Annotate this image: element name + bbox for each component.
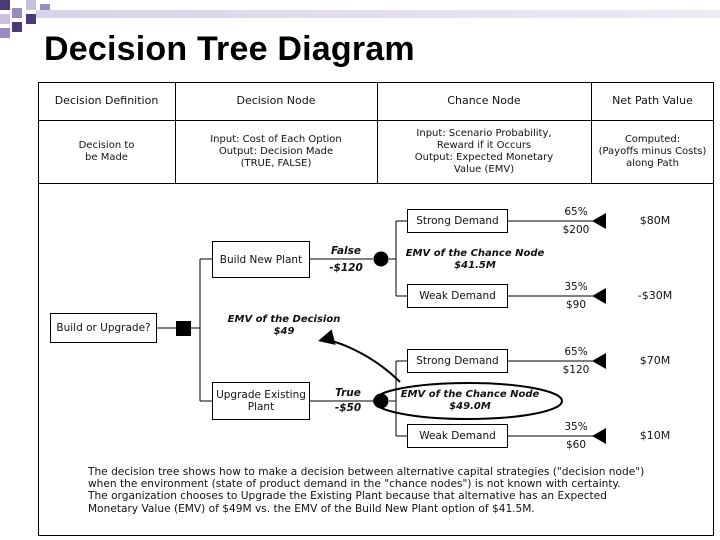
table-divider: [591, 82, 592, 184]
explanation-caption: The decision tree shows how to make a de…: [88, 466, 688, 515]
caption-line: The organization chooses to Upgrade the …: [88, 490, 607, 503]
table-cell: Input: Cost of Each Option Output: Decis…: [210, 133, 342, 169]
net-path-value: $80M: [639, 214, 671, 227]
outcome-box-strong: Strong Demand: [407, 209, 508, 233]
chance-emv-label: EMV of the Chance Node: [405, 248, 545, 259]
decision-emv-label: EMV of the Decision: [227, 314, 341, 325]
decision-emv-value: $49: [273, 326, 295, 337]
terminal-node-triangle: [592, 353, 606, 369]
outcome-box-weak: Weak Demand: [407, 424, 508, 448]
deco-square: [0, 0, 10, 10]
page-title: Decision Tree Diagram: [44, 30, 415, 68]
table-divider: [38, 120, 714, 121]
deco-square: [40, 4, 50, 14]
chance-emv-value: $49.0M: [449, 401, 491, 412]
root-decision-box: Build or Upgrade?: [50, 313, 157, 343]
option-cost: -$120: [329, 262, 363, 274]
terminal-node-triangle: [592, 213, 606, 229]
outcome-payoff: $60: [565, 439, 587, 451]
table-header: Chance Node: [447, 94, 521, 107]
decision-flag: True: [335, 387, 361, 399]
decision-flag: False: [330, 245, 362, 257]
outcome-box-weak: Weak Demand: [407, 284, 508, 308]
table-header: Net Path Value: [612, 94, 693, 107]
table-cell: Computed: (Payoffs minus Costs) along Pa…: [598, 133, 707, 169]
deco-square: [12, 8, 22, 18]
table-header: Decision Definition: [54, 94, 159, 107]
outcome-payoff: $200: [562, 224, 590, 236]
outcome-payoff: $120: [562, 364, 590, 376]
deco-square: [26, 14, 36, 24]
caption-line: Monetary Value (EMV) of $49M vs. the EMV…: [88, 502, 535, 515]
table-header: Decision Node: [236, 94, 316, 107]
caption-line: The decision tree shows how to make a de…: [88, 466, 645, 478]
deco-square: [0, 28, 10, 38]
chance-emv-label: EMV of the Chance Node: [400, 389, 540, 400]
table-divider: [38, 183, 714, 184]
chance-node-circle: [373, 393, 389, 409]
chance-node-circle: [373, 251, 389, 267]
terminal-node-triangle: [592, 428, 606, 444]
net-path-value: $10M: [639, 429, 671, 442]
outcome-probability: 65%: [564, 346, 588, 358]
net-path-value: $70M: [639, 354, 671, 367]
deco-square: [0, 14, 10, 24]
outcome-probability: 65%: [564, 206, 588, 218]
terminal-node-triangle: [592, 288, 606, 304]
table-cell: Decision to be Made: [78, 139, 135, 163]
caption-line: when the environment (state of product d…: [88, 478, 621, 491]
table-divider: [175, 82, 176, 184]
title-bar-line: [36, 10, 720, 18]
deco-square: [26, 0, 36, 10]
deco-square: [12, 22, 22, 32]
decision-node-square: [176, 321, 191, 336]
corner-decoration: [0, 0, 60, 40]
table-divider: [377, 82, 378, 184]
outcome-payoff: $90: [565, 299, 587, 311]
option-cost: -$50: [334, 402, 362, 414]
outcome-probability: 35%: [564, 421, 588, 433]
emv-arrow: [318, 329, 401, 383]
net-path-value: -$30M: [637, 289, 673, 302]
table-cell: Input: Scenario Probability, Reward if i…: [414, 127, 554, 175]
outcome-probability: 35%: [564, 281, 588, 293]
option-box-upgrade: Upgrade Existing Plant: [212, 382, 310, 420]
diagram-frame: [38, 82, 714, 536]
outcome-box-strong: Strong Demand: [407, 349, 508, 373]
option-box-build: Build New Plant: [212, 241, 310, 278]
chance-emv-value: $41.5M: [454, 260, 496, 271]
